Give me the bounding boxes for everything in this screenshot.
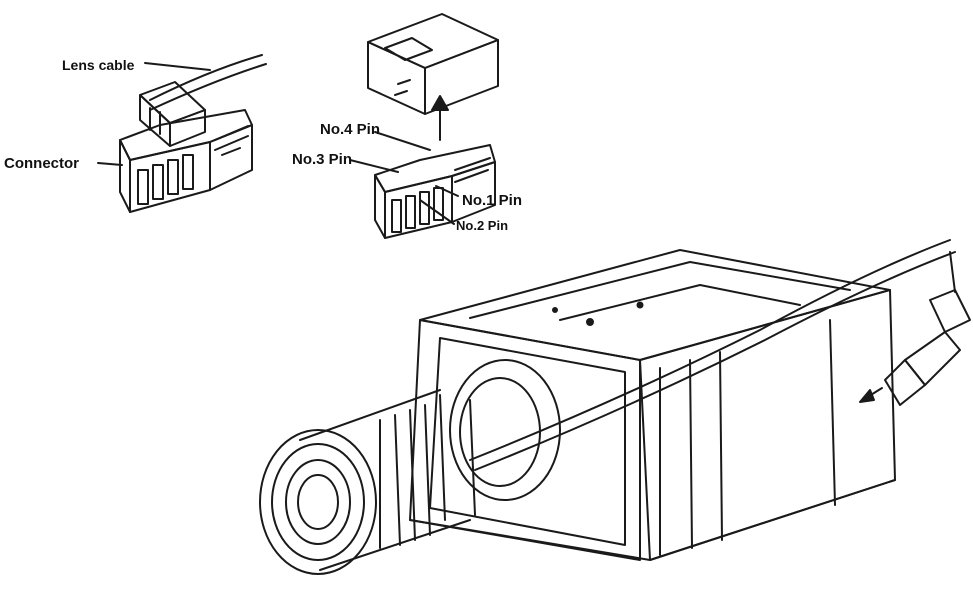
label-pin-2: No.2 Pin — [456, 218, 509, 233]
connector-pin-layout-illustration — [350, 14, 498, 238]
label-pin-1: No.1 Pin — [462, 192, 523, 209]
label-lens-cable: Lens cable — [62, 57, 135, 73]
label-pin-3: No.3 Pin — [292, 151, 353, 168]
label-pin-4: No.4 Pin — [320, 121, 381, 138]
label-connector: Connector — [4, 155, 79, 172]
connector-with-cable-illustration — [98, 55, 266, 212]
box-camera-illustration — [260, 240, 970, 574]
